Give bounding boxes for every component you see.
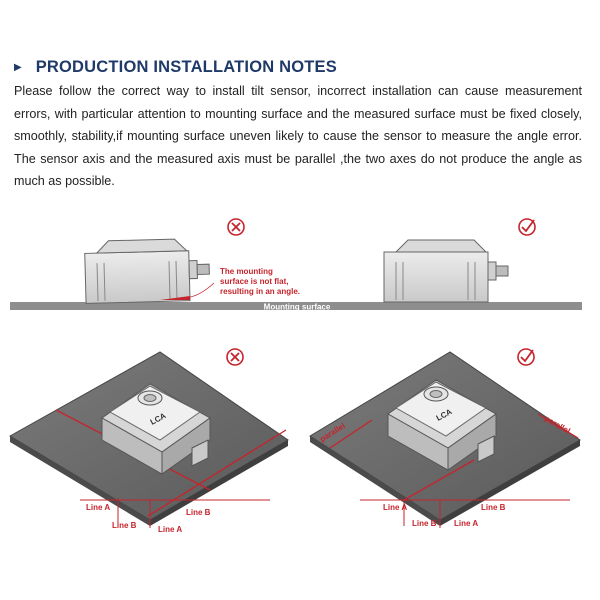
check-circle-icon <box>517 348 535 366</box>
wrong-note-line-2: surface is not flat, <box>220 277 288 286</box>
sensor-iso-right: LCA <box>387 379 497 471</box>
section-title: PRODUCTION INSTALLATION NOTES <box>35 58 337 76</box>
sensor-side-view-right <box>383 239 509 303</box>
section-heading: ▶ PRODUCTION INSTALLATION NOTES <box>14 58 337 77</box>
sensor-side-view-wrong <box>84 238 210 304</box>
line-b-label: Line B <box>186 508 211 517</box>
sensor-iso-wrong: LCA <box>101 383 211 475</box>
line-b-label: Line B <box>412 519 437 528</box>
line-a-label: Line A <box>454 519 478 528</box>
line-b-label: Line B <box>481 503 506 512</box>
x-circle-icon <box>227 218 245 236</box>
x-circle-icon <box>226 348 244 366</box>
check-circle-icon <box>518 218 536 236</box>
wrong-note-line-1: The mounting <box>220 267 273 276</box>
gap-angle-mark <box>160 296 190 300</box>
line-b-label: Line B <box>112 521 137 530</box>
body-paragraph: Please follow the correct way to install… <box>14 84 582 188</box>
bullet-triangle-icon: ▶ <box>14 62 22 73</box>
mounting-surface-bar <box>10 302 582 310</box>
line-a-label: Line A <box>383 503 407 512</box>
mounting-surface-label: Mounting surface <box>264 303 331 312</box>
line-a-label: Line A <box>86 503 110 512</box>
line-a-label: Line A <box>158 525 182 534</box>
wrong-note-line-3: resulting in an angle. <box>220 287 300 296</box>
